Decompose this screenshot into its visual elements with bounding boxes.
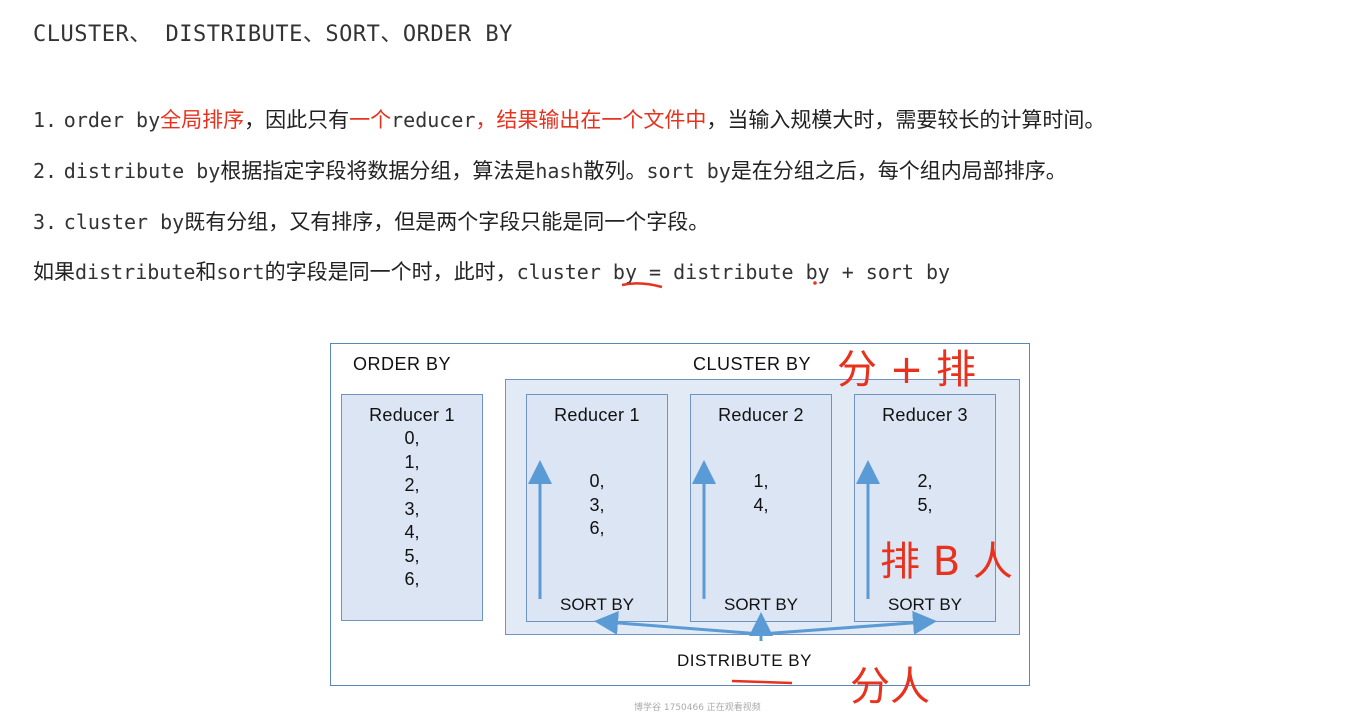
summary-keyword-distribute: distribute bbox=[75, 260, 196, 284]
value: 4, bbox=[404, 522, 420, 542]
value: 3, bbox=[404, 498, 420, 519]
reducer-title: Reducer 3 bbox=[882, 405, 968, 425]
text-group-and-sort: 既有分组，又有排序，但是两个字段只能是同一个字段。 bbox=[184, 210, 710, 234]
reducer-values: 1, 4, bbox=[691, 470, 831, 517]
value: 1, bbox=[753, 471, 769, 491]
summary-keyword-sort: sort bbox=[216, 260, 265, 284]
text-one: 一个 bbox=[349, 108, 392, 132]
item-number: 3. bbox=[33, 210, 58, 234]
underline-mark bbox=[621, 282, 663, 289]
text-long-time: ，当输入规模大时，需要较长的计算时间。 bbox=[706, 108, 1106, 132]
handwritten-note-sort: 排 B 人 bbox=[880, 539, 1013, 585]
reducer-title: Reducer 1 bbox=[554, 405, 640, 425]
value: 6, bbox=[589, 518, 605, 538]
value: 3, bbox=[589, 494, 605, 515]
summary-part: 如果 bbox=[33, 260, 75, 284]
keyword-distribute-by: distribute by bbox=[63, 159, 221, 183]
summary-formula: cluster by = distribute by + sort by bbox=[516, 260, 951, 284]
dot-mark bbox=[813, 281, 817, 285]
value: 2, bbox=[917, 471, 933, 491]
cluster-by-label: CLUSTER BY bbox=[693, 354, 812, 374]
summary-part: 和 bbox=[195, 260, 217, 284]
value: 6, bbox=[404, 569, 420, 589]
list-item-2: 2. distribute by根据指定字段将数据分组，算法是hash散列。so… bbox=[33, 155, 1067, 185]
summary-part: 的字段是同一个时，此时， bbox=[264, 260, 517, 284]
watermark: 博学谷 1750466 正在观看视频 bbox=[634, 703, 761, 713]
distribute-by-label: DISTRIBUTE BY bbox=[677, 651, 812, 670]
sort-diagram: ORDER BY CLUSTER BY Reducer 1 0, 1, 2, 3… bbox=[330, 343, 1030, 686]
sort-by-label: SORT BY bbox=[723, 595, 798, 614]
cluster-reducer-3: Reducer 3 2, 5, SORT BY bbox=[854, 394, 996, 622]
keyword-sort-by: sort by bbox=[646, 159, 731, 183]
handwritten-note-distribute: 分人 bbox=[850, 664, 930, 710]
item-number: 1. bbox=[33, 108, 58, 132]
text-hash-scatter: 散列。 bbox=[583, 159, 647, 183]
reducer-title: Reducer 1 bbox=[369, 405, 455, 425]
list-item-1: 1. order by全局排序，因此只有一个reducer，结果输出在一个文件中… bbox=[33, 104, 1105, 134]
keyword-hash: hash bbox=[535, 159, 584, 183]
distribute-arrow bbox=[594, 610, 762, 636]
reducer-values: 0, 3, 6, bbox=[527, 470, 667, 541]
text-global-sort: 全局排序 bbox=[160, 108, 245, 132]
text-group-by-field: 根据指定字段将数据分组，算法是 bbox=[220, 159, 536, 183]
cluster-reducer-2: Reducer 2 1, 4, SORT BY bbox=[690, 394, 832, 622]
sort-by-label: SORT BY bbox=[887, 595, 962, 614]
cluster-reducer-1: Reducer 1 0, 3, 6, SORT BY bbox=[526, 394, 668, 622]
order-by-reducer-box: Reducer 1 0, 1, 2, 3, 4, 5, 6, bbox=[341, 394, 483, 621]
list-item-3: 3. cluster by既有分组，又有排序，但是两个字段只能是同一个字段。 bbox=[33, 206, 709, 236]
distribute-arrow bbox=[760, 610, 937, 636]
underline-mark bbox=[731, 679, 793, 685]
reducer-title: Reducer 2 bbox=[718, 405, 804, 425]
keyword-reducer: reducer bbox=[391, 108, 476, 132]
value: 1, bbox=[404, 451, 420, 472]
item-number: 2. bbox=[33, 159, 58, 183]
text-local-sort: 是在分组之后，每个组内局部排序。 bbox=[730, 159, 1067, 183]
reducer-values: 0, 1, 2, 3, 4, 5, 6, bbox=[342, 427, 482, 592]
diagram-arrows bbox=[528, 460, 937, 641]
value: 5, bbox=[404, 545, 420, 566]
page-title: CLUSTER、 DISTRIBUTE、SORT、ORDER BY bbox=[33, 22, 513, 47]
reducer-values: 2, 5, bbox=[855, 470, 995, 517]
text-only-have: ，因此只有 bbox=[244, 108, 350, 132]
text-output-one-file: ，结果输出在一个文件中 bbox=[475, 108, 707, 132]
handwritten-note-cluster: 分 + 排 bbox=[837, 347, 976, 393]
order-by-label: ORDER BY bbox=[353, 354, 452, 374]
value: 5, bbox=[917, 494, 933, 515]
value: 0, bbox=[404, 428, 420, 448]
value: 4, bbox=[753, 494, 769, 515]
keyword-order-by: order by bbox=[63, 108, 161, 132]
summary-line: 如果distribute和sort的字段是同一个时，此时，cluster by … bbox=[33, 256, 950, 286]
sort-by-label: SORT BY bbox=[559, 595, 634, 614]
value: 0, bbox=[589, 471, 605, 491]
value: 2, bbox=[404, 475, 420, 495]
keyword-cluster-by: cluster by bbox=[63, 210, 185, 234]
